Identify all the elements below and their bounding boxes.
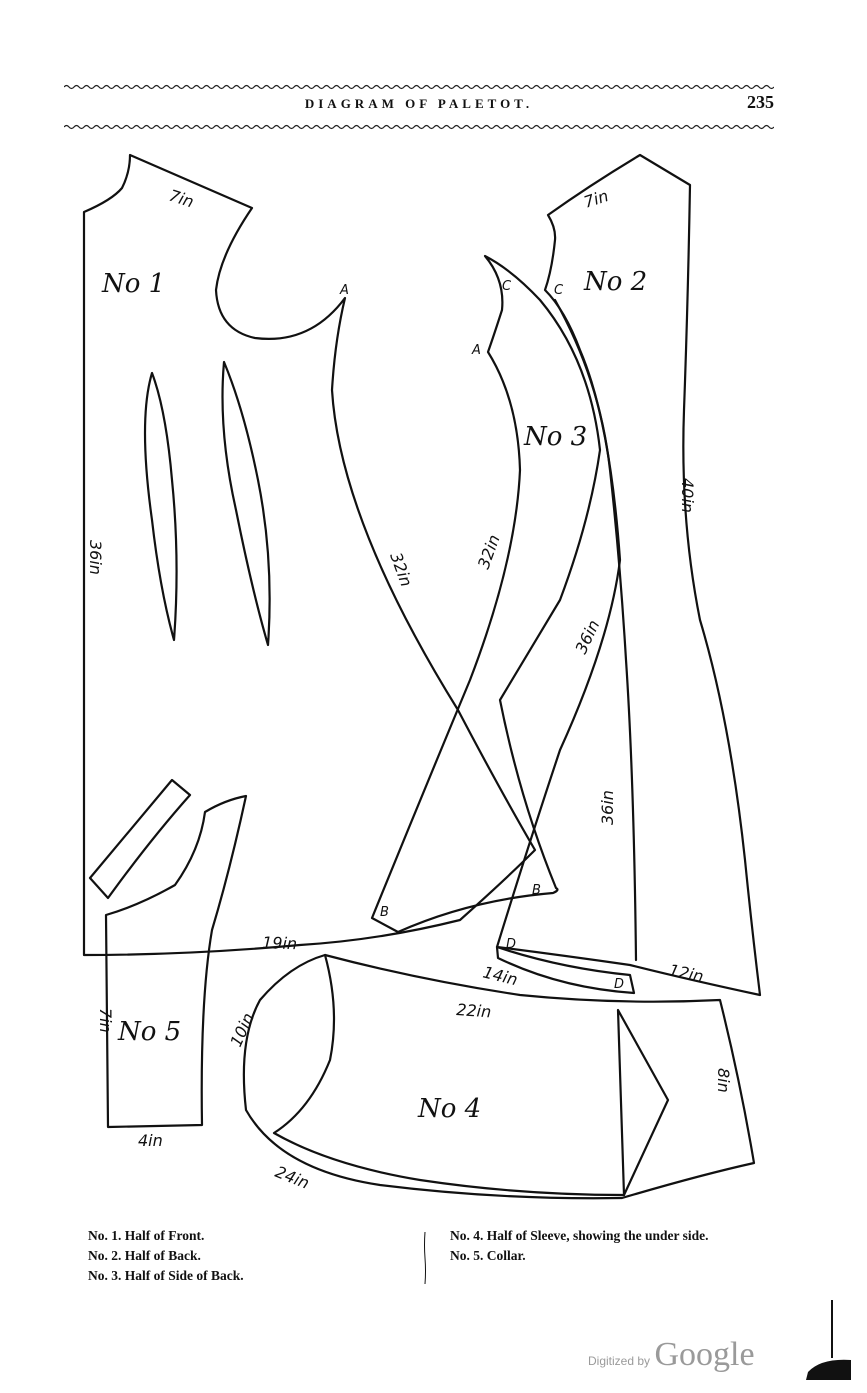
front-outline <box>82 153 537 957</box>
google-logo-text: Google <box>654 1336 755 1373</box>
legend-item-front: No. 1. Half of Front. <box>88 1228 205 1243</box>
measure-collar-width: 4in <box>138 1131 163 1150</box>
page-title: DIAGRAM OF PALETOT. <box>304 96 534 111</box>
piece-sleeve <box>242 953 756 1200</box>
point-c-back: C <box>554 283 564 298</box>
measure-front-length: 36in <box>86 540 105 575</box>
piece-label-2: No 2 <box>583 267 647 297</box>
digitized-prefix: Digitized by <box>588 1354 651 1368</box>
page-header: DIAGRAM OF PALETOT. 235 <box>64 92 774 118</box>
sleeve-outline <box>242 953 756 1200</box>
point-a-side: A <box>471 343 481 358</box>
point-b-front: B <box>532 883 541 898</box>
piece-front <box>82 153 537 957</box>
bottom-wavy-rule <box>64 124 774 130</box>
legend-right: No. 4. Half of Sleeve, showing the under… <box>432 1226 787 1266</box>
piece-side-back <box>370 254 602 934</box>
piece-label-3: No 3 <box>523 422 587 452</box>
piece-back <box>495 153 762 997</box>
measure-front-side: 32in <box>386 550 416 589</box>
top-wavy-rule <box>64 84 774 90</box>
measure-sleeve-cuff: 8in <box>714 1068 733 1093</box>
sleeve-elbow-dart <box>616 1008 670 1197</box>
measure-back-length: 40in <box>678 478 697 513</box>
point-d-side: D <box>506 937 516 952</box>
piece-label-4: No 4 <box>417 1094 481 1124</box>
collar-band <box>88 778 192 900</box>
measure-sleeve-top: 22in <box>456 1000 492 1021</box>
back-inner-seam <box>553 298 638 962</box>
measure-front-hem: 19in <box>262 933 298 953</box>
legend-item-collar: No. 5. Collar. <box>450 1248 526 1263</box>
front-dart-left <box>143 371 178 642</box>
measure-front-shoulder: 7in <box>167 186 196 212</box>
legend-item-sleeve: No. 4. Half of Sleeve, showing the under… <box>450 1228 709 1243</box>
piece-label-1: No 1 <box>101 269 165 299</box>
measure-back-hem: 12in <box>667 960 705 986</box>
legend-divider <box>424 1232 426 1284</box>
legend-item-side-back: No. 3. Half of Side of Back. <box>88 1268 244 1283</box>
point-a-front: A <box>339 283 349 298</box>
measure-side-back-hem: 14in <box>481 962 520 989</box>
measure-sleeve-under: 24in <box>273 1162 313 1193</box>
measure-sleeve-side: 10in <box>226 1010 258 1050</box>
point-c-side: C <box>502 279 512 294</box>
piece-label-5: No 5 <box>117 1017 181 1047</box>
back-hem-tab <box>495 945 636 995</box>
side-back-outline <box>370 254 602 934</box>
point-b-side: B <box>380 905 389 920</box>
page-number: 235 <box>747 92 774 112</box>
front-dart-right <box>221 360 271 647</box>
measure-side-back-front: 32in <box>474 532 504 571</box>
collar-outline <box>104 794 248 1129</box>
legend-left: No. 1. Half of Front. No. 2. Half of Bac… <box>88 1226 244 1286</box>
point-d-back: D <box>614 977 624 992</box>
page-corner-mark <box>806 1300 851 1380</box>
measure-collar-length: 7in <box>96 1008 115 1033</box>
measure-back-seam: 36in <box>598 790 617 825</box>
piece-collar <box>88 778 248 1129</box>
digitized-watermark: Digitized by Google <box>588 1336 755 1374</box>
sleeve-inner-curve <box>272 953 626 1197</box>
legend-item-back: No. 2. Half of Back. <box>88 1248 201 1263</box>
